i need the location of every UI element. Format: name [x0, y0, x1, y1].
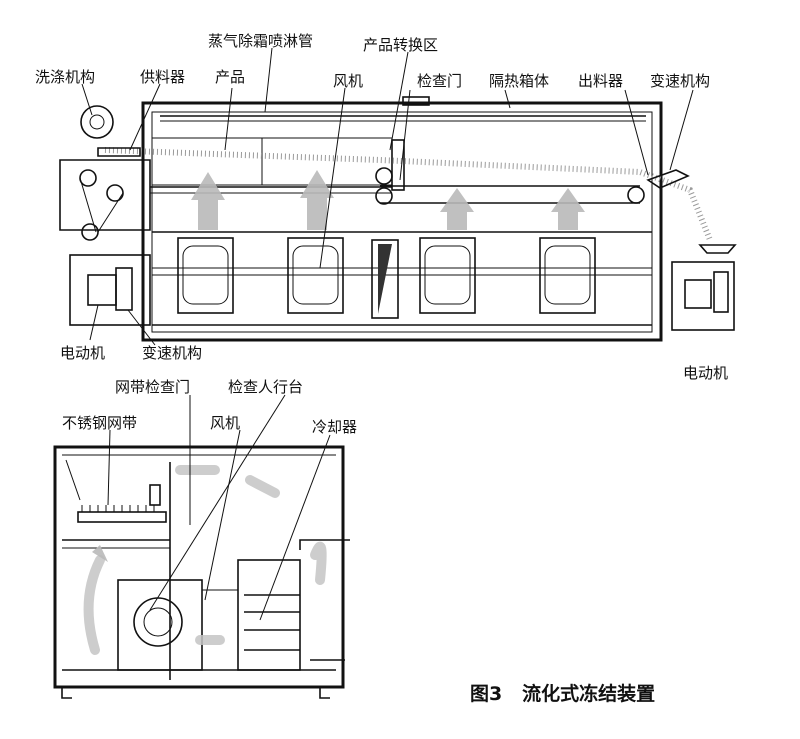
top-diagram: 蒸气除霜喷淋管 产品转换区 洗涤机构 供料器 产品 风机 检查门 隔热箱体 出料…	[35, 32, 737, 382]
figure-caption: 图3 流化式冻结装置	[470, 682, 655, 705]
motor-left	[87, 274, 117, 306]
label-discharger: 出料器	[578, 72, 623, 90]
label-speed-change-mechanism-right: 变速机构	[650, 72, 710, 90]
label-belt-inspection-door: 网带检查门	[115, 378, 190, 396]
wash-roller-2	[106, 184, 124, 202]
label-inspection-walkway: 检查人行台	[228, 378, 303, 396]
roller-transfer-1	[375, 167, 393, 185]
mesh-belt	[77, 511, 167, 523]
mesh-belt-products	[81, 505, 155, 512]
label-washing-mechanism: 洗涤机构	[35, 68, 95, 86]
inspection-door-top	[402, 96, 430, 106]
product-chamber-2	[261, 137, 393, 186]
label-product-transfer-zone: 产品转换区	[363, 36, 438, 54]
label-motor-right: 电动机	[683, 364, 728, 382]
label-product: 产品	[215, 68, 245, 86]
label-feeder: 供料器	[140, 68, 185, 86]
feeder-hopper	[97, 147, 141, 157]
discharge-chute	[698, 244, 737, 254]
leg-right	[319, 687, 330, 699]
label-fan-bottom: 风机	[210, 414, 240, 432]
motor-right-frame	[671, 261, 735, 331]
cooler-coils	[244, 594, 300, 651]
wash-wheel-hub	[89, 114, 105, 130]
label-speed-change-mechanism-left: 变速机构	[142, 344, 202, 362]
roller-end	[627, 186, 645, 204]
air-arrows-top	[191, 170, 585, 230]
insulated-box-outline	[141, 101, 663, 342]
bottom-leader-lines	[107, 394, 331, 621]
label-stainless-mesh-belt: 不锈钢网带	[62, 414, 137, 432]
label-cooler: 冷却器	[312, 418, 357, 436]
gearbox-right	[713, 271, 729, 313]
discharger	[646, 169, 690, 189]
bottom-diagram: 网带检查门 检查人行台 不锈钢网带 风机 冷却器	[53, 378, 357, 699]
label-inspection-door: 检查门	[417, 72, 462, 90]
wash-roller-1	[79, 169, 97, 187]
gearbox-left	[115, 267, 133, 311]
refrigerant-pipe-top	[299, 539, 350, 550]
fan-duct	[201, 589, 239, 671]
inspection-door-shade	[378, 244, 392, 314]
belt-guide	[65, 459, 81, 501]
motor-left-frame	[69, 254, 151, 326]
cooler-body	[237, 559, 301, 671]
cross-section-outline	[53, 445, 345, 689]
inspection-door-lower	[371, 239, 399, 319]
leg-left	[61, 687, 72, 699]
label-motor-left: 电动机	[60, 344, 105, 362]
air-flow-bottom	[83, 465, 327, 655]
belt-door-frame	[149, 484, 161, 506]
fan-units-top	[177, 237, 596, 314]
insulated-box-inner	[151, 111, 653, 333]
top-leader-lines	[81, 47, 694, 346]
wash-wheel	[80, 105, 114, 139]
fan-hub	[143, 607, 173, 637]
wash-frame	[59, 159, 151, 231]
transfer-divider	[391, 139, 405, 191]
wash-belt	[79, 177, 124, 233]
label-steam-defrost-spray-pipe: 蒸气除霜喷淋管	[208, 32, 313, 50]
label-fan-top: 风机	[333, 72, 363, 90]
motor-right	[684, 279, 712, 309]
label-insulated-box: 隔热箱体	[489, 72, 549, 90]
roller-transfer-2	[375, 187, 393, 205]
fan-rotor	[133, 597, 183, 647]
